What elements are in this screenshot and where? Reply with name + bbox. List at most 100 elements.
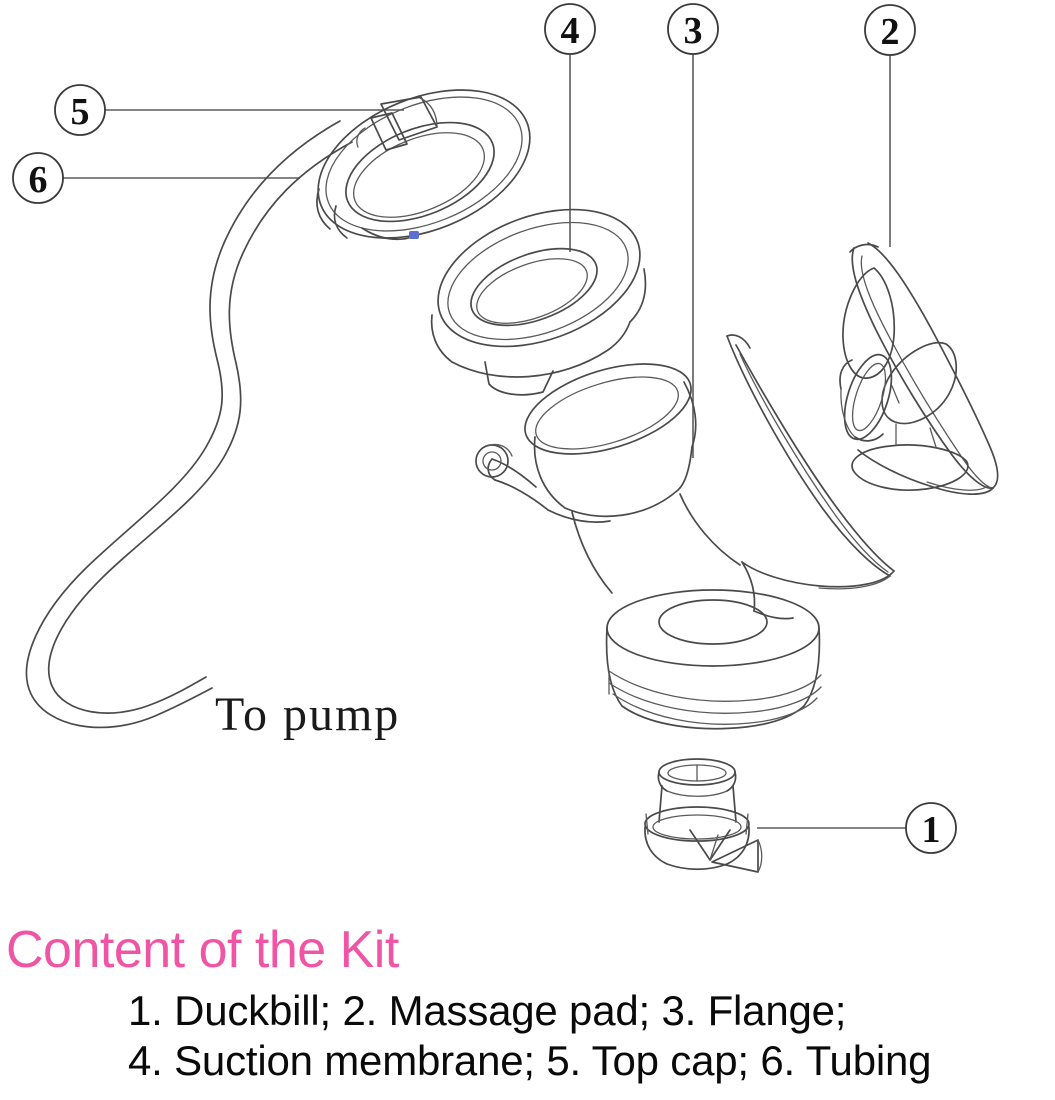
membrane-top-rim-inner (447, 221, 629, 341)
top-cap-outer-rim (317, 89, 531, 239)
duckbill-wing-right (745, 813, 749, 835)
callout-badge-6[interactable]: 6 (12, 152, 64, 204)
massage-pad-hood (849, 243, 879, 253)
massage-pad-petal-2 (881, 341, 957, 425)
flange-clip-ring-inner (482, 451, 502, 471)
duckbill-body-right (732, 785, 737, 823)
flange-cup-wall-right (683, 381, 697, 448)
blue-mark-icon (409, 231, 419, 239)
massage-pad-cone-outer (867, 242, 999, 489)
flange-base-bottom (621, 705, 805, 730)
top-cap-port-neck (356, 127, 366, 148)
massage-pad-cone-outer-back (851, 247, 994, 489)
membrane-side-wall-right (629, 268, 647, 323)
flange-clip-ring-outer (475, 444, 509, 478)
callout-circle-1[interactable] (905, 802, 957, 854)
duckbill-skirt-bottom (666, 863, 728, 871)
flange-cup-rim-inner (535, 376, 679, 450)
duckbill-skirt-right (726, 826, 750, 865)
massage-pad-mouth-inner (926, 481, 989, 491)
duckbill-flange-ellipse (644, 806, 750, 842)
callout-circle-5[interactable] (54, 84, 106, 136)
massage-pad-mouth (857, 449, 994, 496)
caption-line-2: 4. Suction membrane; 5. Top cap; 6. Tubi… (128, 1037, 932, 1084)
flange-horn-inner-ridge (739, 353, 889, 573)
duckbill-collar-right (726, 771, 737, 792)
duckbill-beak-edge (757, 839, 763, 873)
flange-clip-heel (487, 458, 496, 481)
massage-pad-collar-wall-top (839, 359, 853, 390)
callout-number-5: 5 (71, 91, 90, 133)
callout-circle-2[interactable] (864, 4, 916, 56)
tubing-outer-wall (47, 141, 353, 714)
top-cap-skirt (316, 188, 331, 230)
top-cap-port-collar (370, 112, 408, 151)
membrane-stem (484, 361, 554, 396)
caption-title: Content of the Kit (6, 921, 399, 979)
part-tubing (25, 120, 353, 729)
to-pump-label: To pump (215, 688, 400, 741)
callout-badge-5[interactable]: 5 (54, 84, 106, 136)
flange-clip-arm-upper (491, 458, 537, 488)
callout-number-1: 1 (922, 809, 941, 851)
duckbill-beak-cone (711, 839, 759, 873)
callout-number-3: 3 (684, 10, 703, 52)
caption-list: 1. Duckbill; 2. Massage pad; 3. Flange; … (0, 980, 1055, 1086)
duckbill-body-left (658, 785, 663, 823)
flange-horn-inner-top (726, 335, 891, 577)
flange-base-rib-3 (612, 693, 818, 725)
duckbill-valve-fold (709, 834, 719, 861)
callout-badge-1[interactable]: 1 (905, 802, 957, 854)
top-cap-inner-disc (345, 121, 495, 223)
callout-number-2: 2 (881, 11, 900, 53)
leader-lines (63, 54, 906, 829)
part-top-cap (316, 89, 531, 241)
flange-cup-wall-left (533, 436, 566, 509)
massage-pad-collar-edge (840, 388, 856, 438)
massage-pad-strut-2 (929, 427, 937, 448)
part-duckbill (644, 758, 763, 873)
part-massage-pad (839, 242, 999, 496)
massage-pad-cone-inner-ridge (860, 255, 994, 489)
massage-pad-collar-wall-bottom (854, 433, 884, 442)
callout-badge-2[interactable]: 2 (864, 4, 916, 56)
flange-clip-arm-lower (494, 479, 549, 511)
flange-body-right (753, 610, 794, 620)
massage-pad-collar-rim-inner (851, 362, 887, 432)
callout-circle-4[interactable] (544, 3, 596, 55)
top-cap-outer-rim-inner-edge (325, 96, 523, 232)
duckbill-flange-ellipse-inner (652, 814, 742, 840)
membrane-side-wall-left (430, 314, 453, 363)
flange-base-opening (658, 599, 768, 645)
callout-number-6: 6 (29, 159, 48, 201)
membrane-inner-hole-edge (476, 258, 588, 324)
massage-pad-petal-3 (851, 444, 969, 491)
callout-number-4: 4 (561, 10, 580, 52)
flange-base-right-wall (803, 627, 821, 707)
callout-circle-6[interactable] (12, 152, 64, 204)
duckbill-collar-bottom (666, 790, 728, 797)
flange-clip-tail (547, 509, 611, 523)
membrane-top-rim-outer (437, 208, 641, 348)
flange-neck-left (571, 511, 613, 594)
flange-base-top-ellipse (606, 589, 820, 667)
flange-base-rib-2 (608, 682, 822, 714)
caption-line-1: 1. Duckbill; 2. Massage pad; 3. Flange; (128, 987, 847, 1034)
flange-horn-outer-back (726, 334, 751, 349)
massage-pad-strut-1 (891, 385, 900, 404)
duckbill-collar-left (657, 771, 668, 792)
duckbill-wing-left (645, 813, 649, 835)
flange-horn-mouth-inner (818, 575, 891, 590)
top-cap-skirt-2 (333, 205, 348, 239)
callout-badge-3[interactable]: 3 (667, 3, 719, 55)
callout-circle-3[interactable] (667, 3, 719, 55)
flange-base-rib-1 (608, 670, 822, 702)
callout-badge-4[interactable]: 4 (544, 3, 596, 55)
flange-cup-bottom (564, 446, 693, 518)
massage-pad-petal-1 (842, 267, 896, 379)
top-cap-port-lip (419, 97, 438, 128)
membrane-inner-hole (470, 247, 598, 327)
part-flange (475, 334, 895, 730)
